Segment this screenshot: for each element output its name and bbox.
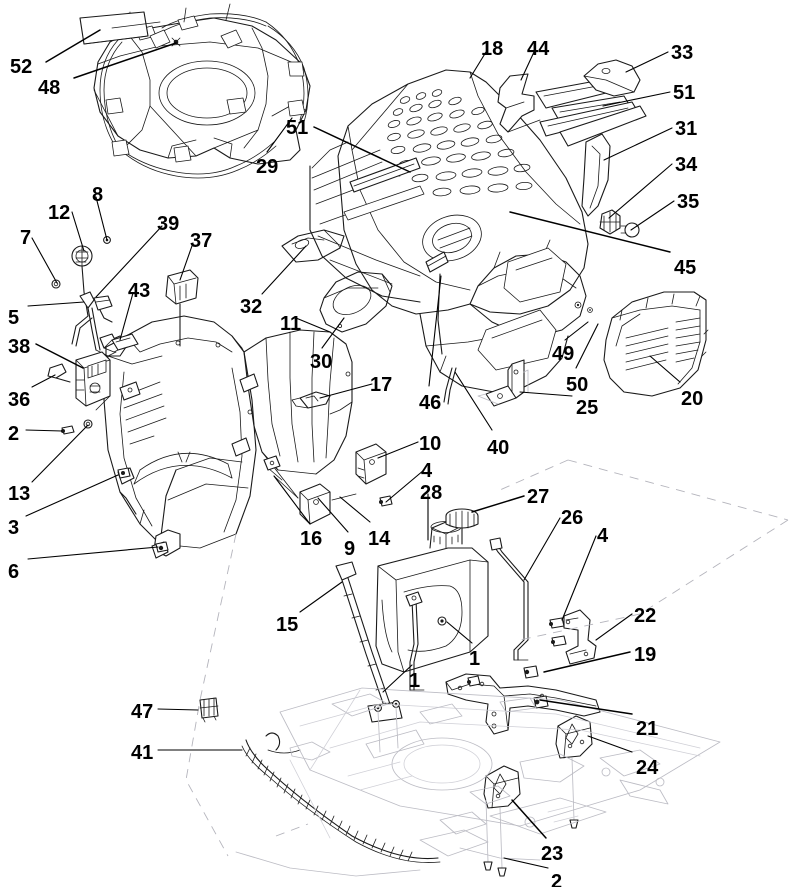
callout-28[interactable]: 28 [420, 482, 443, 504]
callout-18[interactable]: 18 [481, 38, 504, 60]
callout-8[interactable]: 8 [92, 184, 104, 206]
callout-2-upper[interactable]: 2 [8, 423, 20, 445]
callout-49[interactable]: 49 [552, 343, 575, 365]
leader-lines [25, 29, 681, 869]
callout-46[interactable]: 46 [419, 392, 442, 414]
callout-43[interactable]: 43 [128, 280, 151, 302]
fender-fasteners [117, 467, 169, 553]
callout-4-upper[interactable]: 4 [421, 460, 433, 482]
hood-assembly-group [309, 69, 593, 393]
callout-17[interactable]: 17 [370, 374, 393, 396]
callout-40[interactable]: 40 [487, 437, 510, 459]
callout-1-right[interactable]: 1 [469, 648, 481, 670]
callout-6[interactable]: 6 [8, 561, 20, 583]
callout-22[interactable]: 22 [634, 605, 657, 627]
hood-emblem-cap-group [583, 59, 641, 97]
callout-19[interactable]: 19 [634, 644, 657, 666]
hood-accent-stripe-group [349, 77, 647, 193]
frame-cross-member-group [445, 665, 601, 735]
relay-group [165, 269, 199, 347]
ignition-switch-group [51, 236, 117, 365]
callout-52[interactable]: 52 [10, 56, 33, 78]
callout-7[interactable]: 7 [20, 227, 32, 249]
hood-hinge-blocks [261, 443, 393, 525]
fender-footrest-group [103, 315, 353, 559]
callout-4-lower[interactable]: 4 [597, 525, 609, 547]
callout-2-lower[interactable]: 2 [551, 871, 563, 887]
callout-25[interactable]: 25 [576, 397, 599, 419]
callout-32[interactable]: 32 [240, 296, 263, 318]
callout-31[interactable]: 31 [675, 118, 698, 140]
callout-48[interactable]: 48 [38, 77, 61, 99]
hood-trim-strip-group [581, 133, 611, 217]
callout-20[interactable]: 20 [681, 388, 704, 410]
wiring-harness-group [241, 732, 441, 863]
callout-5[interactable]: 5 [8, 307, 20, 329]
hood-inner-brace-group [497, 73, 541, 133]
callout-44[interactable]: 44 [527, 38, 550, 60]
callout-29[interactable]: 29 [256, 156, 279, 178]
callout-15[interactable]: 15 [276, 614, 299, 636]
callout-37[interactable]: 37 [190, 230, 213, 252]
callout-13[interactable]: 13 [8, 483, 31, 505]
callout-51-right[interactable]: 51 [673, 82, 696, 104]
hood-latch-bracket-group [477, 359, 529, 407]
callout-35[interactable]: 35 [677, 191, 700, 213]
latch-clip-group [291, 391, 331, 409]
callout-45[interactable]: 45 [674, 257, 697, 279]
callout-34[interactable]: 34 [675, 154, 698, 176]
chassis-frame-group [235, 687, 721, 877]
front-grille-group [603, 291, 709, 397]
fuse-block-group [47, 351, 111, 435]
callout-14[interactable]: 14 [368, 528, 391, 550]
callout-16[interactable]: 16 [300, 528, 323, 550]
callout-26[interactable]: 26 [561, 507, 584, 529]
fuse-group [199, 697, 219, 723]
fuel-tank-group [375, 508, 529, 691]
callout-51-upper[interactable]: 51 [286, 117, 309, 139]
callout-11[interactable]: 11 [280, 313, 302, 335]
seat-pan-cover-group [93, 0, 360, 179]
engine-mount-brackets [483, 715, 593, 877]
callout-41[interactable]: 41 [131, 742, 154, 764]
callout-23[interactable]: 23 [541, 843, 564, 865]
support-bracket-group [549, 609, 597, 665]
callout-50[interactable]: 50 [566, 374, 589, 396]
callout-24[interactable]: 24 [636, 757, 659, 779]
callout-36[interactable]: 36 [8, 389, 31, 411]
callout-21[interactable]: 21 [636, 718, 659, 740]
headlight-lens-group [281, 229, 393, 333]
callout-12[interactable]: 12 [48, 202, 71, 224]
callout-38[interactable]: 38 [8, 336, 31, 358]
callout-3[interactable]: 3 [8, 517, 20, 539]
callout-33[interactable]: 33 [671, 42, 694, 64]
callout-27[interactable]: 27 [527, 486, 550, 508]
callout-1-left[interactable]: 1 [409, 670, 421, 692]
callout-9[interactable]: 9 [344, 538, 356, 560]
retaining-clip-group [103, 333, 139, 353]
callout-47[interactable]: 47 [131, 701, 154, 723]
callout-39[interactable]: 39 [157, 213, 180, 235]
projection-dashed-lines [185, 459, 789, 857]
callout-30[interactable]: 30 [310, 351, 333, 373]
callout-10[interactable]: 10 [419, 433, 442, 455]
